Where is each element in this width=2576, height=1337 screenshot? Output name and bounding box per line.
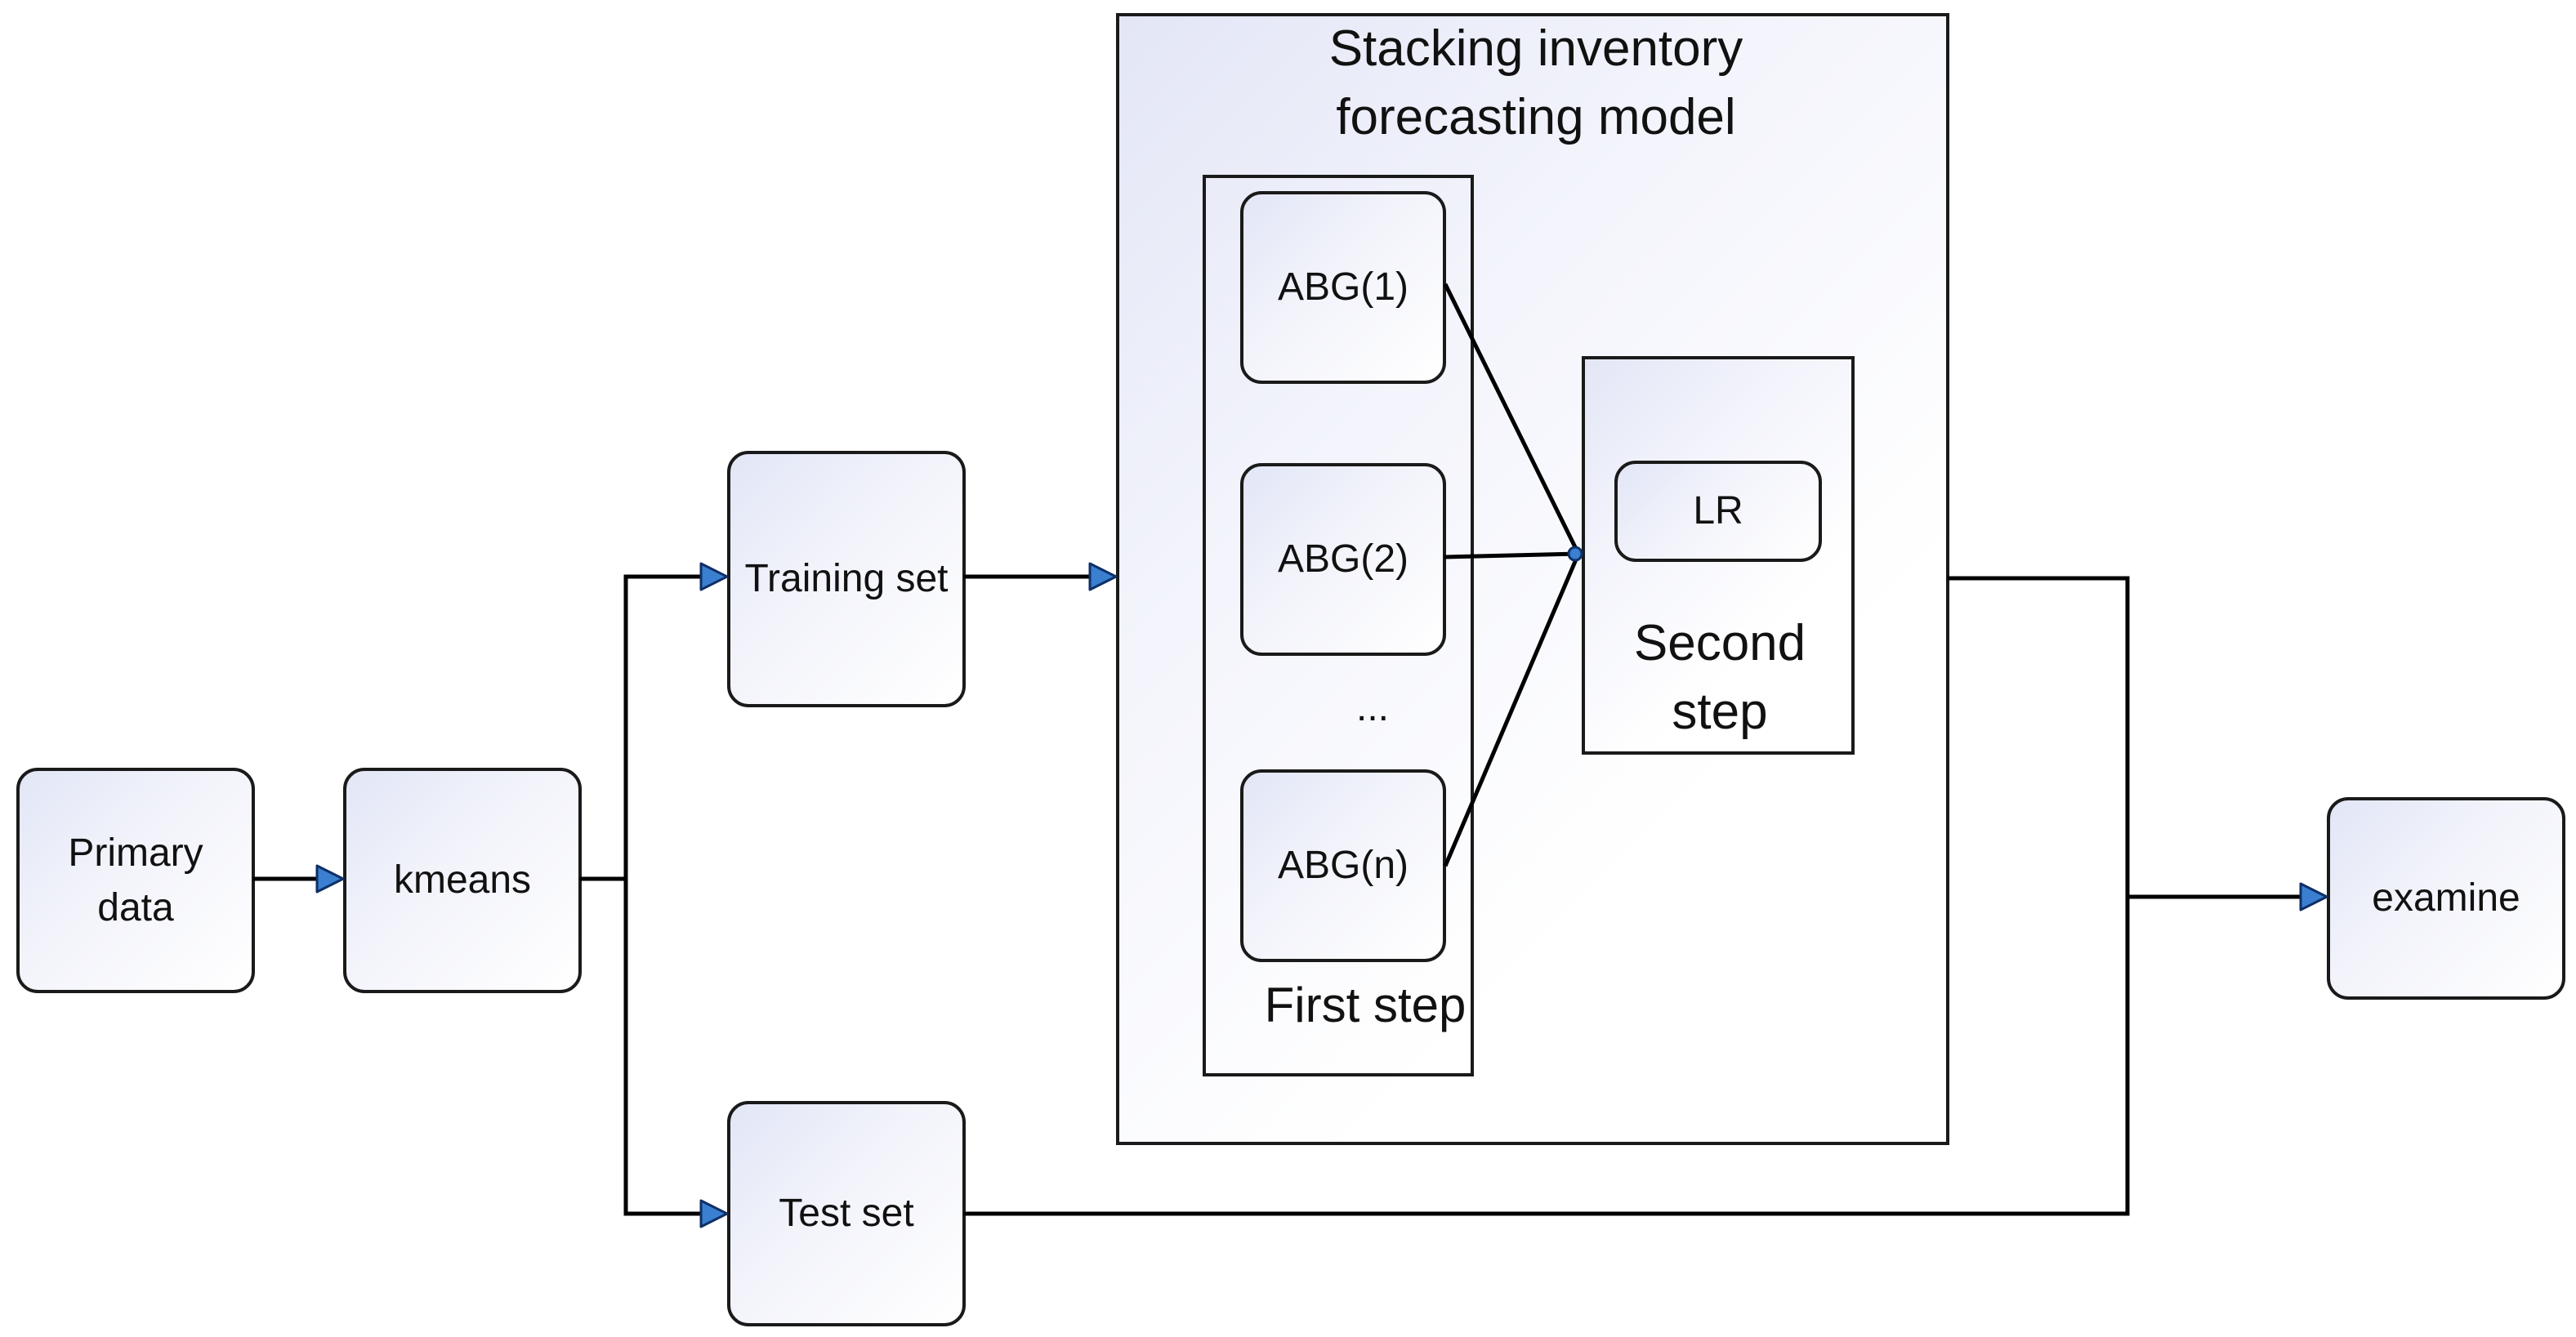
edge-abg1-to-lr bbox=[1443, 283, 1582, 557]
second-step-label: Second step bbox=[1633, 615, 1806, 740]
base-model-abg-1: ABG(1) bbox=[1240, 191, 1446, 384]
first-step-label: First step bbox=[1264, 978, 1467, 1032]
arrowhead-kmeans bbox=[315, 864, 345, 894]
edge-abg2-to-lr bbox=[1444, 551, 1581, 559]
base-model-abg-n: ABG(n) bbox=[1240, 769, 1446, 962]
test-set-node: Test set bbox=[727, 1101, 966, 1326]
edge-abgn-to-lr bbox=[1443, 550, 1582, 867]
stacking-model-title: Stacking inventory forecasting model bbox=[1328, 20, 1743, 145]
base-models-ellipsis: ... bbox=[1355, 686, 1389, 729]
meta-model-lr: LR bbox=[1614, 461, 1822, 562]
arrowhead-examine bbox=[2299, 882, 2328, 911]
training-set-node: Training set bbox=[727, 451, 966, 707]
arrowhead-model bbox=[1088, 562, 1118, 591]
kmeans-node: kmeans bbox=[343, 768, 582, 993]
arrowhead-training bbox=[699, 562, 729, 591]
arrowhead-test bbox=[699, 1199, 729, 1228]
junction-lr bbox=[1567, 546, 1583, 562]
examine-node: examine bbox=[2327, 797, 2565, 1000]
base-model-abg-2: ABG(2) bbox=[1240, 463, 1446, 656]
primary-data-node: Primary data bbox=[16, 768, 255, 993]
first-step-frame bbox=[1203, 175, 1474, 1076]
